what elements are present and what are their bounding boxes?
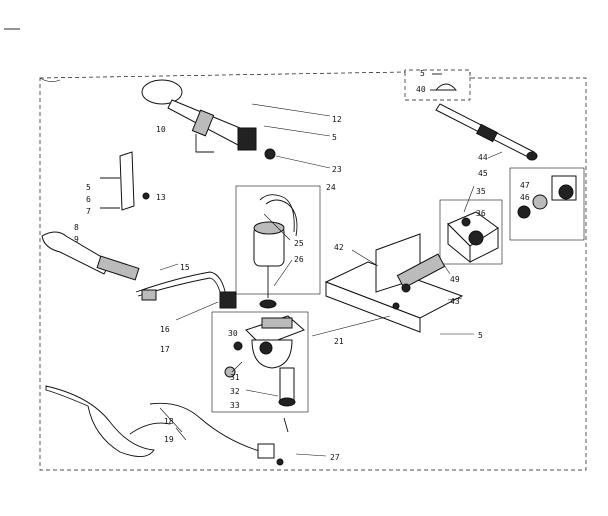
burner-venturi-part <box>141 79 276 160</box>
callout-40: 40 <box>416 85 426 94</box>
mounting-bracket <box>324 233 464 333</box>
callout-6: 6 <box>86 195 91 204</box>
callout-43: 43 <box>450 297 460 306</box>
callout-31: 31 <box>230 373 240 382</box>
callout-33: 33 <box>230 401 240 410</box>
leader-lines <box>159 103 503 457</box>
ignitor-bracket <box>100 151 150 211</box>
callout-7: 7 <box>86 207 91 216</box>
callout-30: 30 <box>228 329 238 338</box>
ignitor-part <box>41 231 140 281</box>
callout-36: 36 <box>476 209 486 218</box>
callout-5-right: 5 <box>478 331 483 340</box>
wire-harness <box>45 385 289 466</box>
callout-9: 9 <box>74 235 79 244</box>
callout-19: 19 <box>164 435 174 444</box>
assembly-boundary <box>39 69 587 471</box>
callout-42: 42 <box>334 243 344 252</box>
callout-26: 26 <box>294 255 304 264</box>
callout-47: 47 <box>520 181 530 190</box>
callout-13: 13 <box>156 193 166 202</box>
callout-5-upper: 5 <box>332 133 337 142</box>
callout-44: 44 <box>478 153 488 162</box>
callout-17: 17 <box>160 345 170 354</box>
callout-46: 46 <box>520 193 530 202</box>
callout-23: 23 <box>332 165 342 174</box>
callout-49: 49 <box>450 275 460 284</box>
regulator-box <box>439 199 503 265</box>
callout-10: 10 <box>156 125 166 134</box>
thermocouple-tube <box>135 271 237 309</box>
callout-15: 15 <box>180 263 190 272</box>
callout-25: 25 <box>294 239 304 248</box>
valve-box <box>235 185 321 295</box>
boundary-corner-flourish <box>39 77 61 82</box>
valve-body-part <box>224 315 305 407</box>
clip-hardware <box>430 73 457 91</box>
callout-5-top: 5 <box>420 69 425 78</box>
solenoid-part <box>253 194 298 309</box>
callout-24: 24 <box>326 183 336 192</box>
callout-8: 8 <box>74 223 79 232</box>
callout-18: 18 <box>164 417 174 426</box>
callout-21: 21 <box>334 337 344 346</box>
rod-part <box>435 103 538 161</box>
fitting-box <box>509 167 585 241</box>
callout-45: 45 <box>478 169 488 178</box>
fitting-assembly <box>517 175 577 219</box>
callout-32: 32 <box>230 387 240 396</box>
callout-27: 27 <box>330 453 340 462</box>
callout-12: 12 <box>332 115 342 124</box>
hardware-box <box>404 72 471 101</box>
callout-16: 16 <box>160 325 170 334</box>
regulator-part <box>447 211 499 264</box>
pilot-box <box>211 311 309 413</box>
callout-5-left: 5 <box>86 183 91 192</box>
callout-35: 35 <box>476 187 486 196</box>
